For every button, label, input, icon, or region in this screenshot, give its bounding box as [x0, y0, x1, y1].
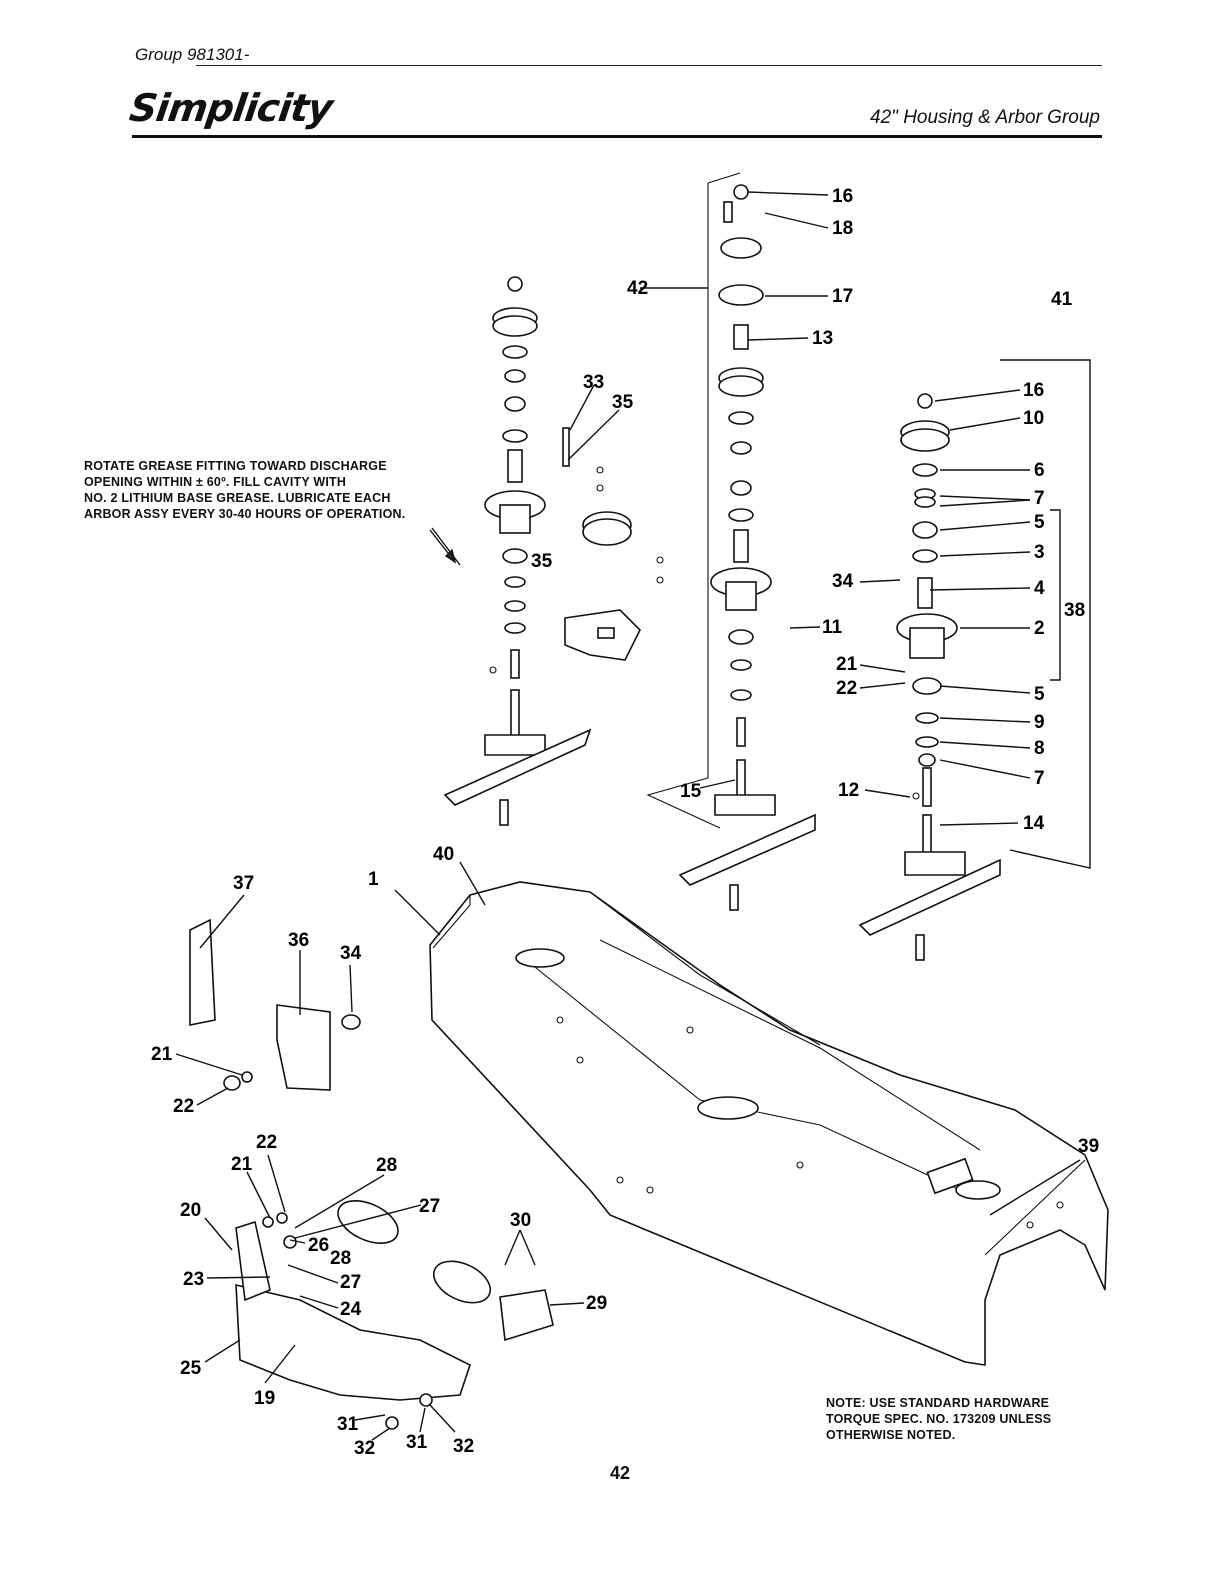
callout-28: 28 — [330, 1248, 351, 1269]
callout-21: 21 — [836, 654, 858, 675]
callout-26: 26 — [308, 1235, 329, 1256]
callout-12: 12 — [838, 780, 859, 801]
deck-housing — [429, 881, 1109, 1366]
callout-31: 31 — [337, 1414, 359, 1435]
callout-20: 20 — [180, 1200, 201, 1221]
callout-28: 28 — [376, 1155, 397, 1176]
callout-42: 42 — [627, 278, 648, 299]
callout-3: 3 — [1034, 542, 1045, 563]
callout-41: 41 — [1051, 289, 1073, 310]
callout-11: 11 — [822, 617, 843, 638]
callout-5: 5 — [1034, 512, 1045, 533]
torque-note: NOTE: USE STANDARD HARDWARE TORQUE SPEC.… — [826, 1396, 1052, 1442]
group-number: Group 981301- — [135, 45, 250, 64]
callout-39: 39 — [1078, 1136, 1099, 1157]
callout-35: 35 — [531, 551, 553, 572]
group-underline — [196, 65, 1102, 66]
callout-22: 22 — [836, 678, 857, 699]
callout-17: 17 — [832, 286, 853, 307]
grease-instruction-note: ROTATE GREASE FITTING TOWARD DISCHARGE O… — [84, 459, 406, 521]
callout-34: 34 — [340, 943, 362, 964]
callout-35: 35 — [612, 392, 634, 413]
callout-37: 37 — [233, 873, 254, 894]
callout-22: 22 — [256, 1132, 277, 1153]
callout-18: 18 — [832, 218, 853, 239]
callout-numbers: 16 18 42 17 13 41 16 10 6 7 5 3 4 38 2 5… — [151, 186, 1099, 1459]
page-number: 42 — [610, 1463, 631, 1483]
callout-7: 7 — [1034, 768, 1045, 789]
callout-32: 32 — [354, 1438, 375, 1459]
callout-5: 5 — [1034, 684, 1045, 705]
leader-lines — [175, 191, 1081, 1441]
side-parts — [189, 918, 554, 1430]
section-title: 42" Housing & Arbor Group — [870, 107, 1100, 128]
callout-33: 33 — [583, 372, 604, 393]
callout-21: 21 — [151, 1044, 173, 1065]
center-arbor-assembly — [646, 172, 816, 911]
callout-34: 34 — [832, 571, 854, 592]
callout-1: 1 — [368, 869, 379, 890]
callout-8: 8 — [1034, 738, 1045, 759]
right-arbor-assembly — [858, 359, 1091, 961]
callout-15: 15 — [680, 781, 702, 802]
callout-32: 32 — [453, 1436, 474, 1457]
callout-38: 38 — [1064, 600, 1085, 621]
callout-25: 25 — [180, 1358, 202, 1379]
callout-30: 30 — [510, 1210, 531, 1231]
callout-22: 22 — [173, 1096, 194, 1117]
callout-16: 16 — [832, 186, 853, 207]
callout-2: 2 — [1034, 618, 1045, 639]
callout-4: 4 — [1034, 578, 1045, 599]
grease-arrowhead — [444, 548, 457, 564]
callout-27: 27 — [340, 1272, 361, 1293]
callout-36: 36 — [288, 930, 309, 951]
callout-7: 7 — [1034, 488, 1045, 509]
header-rule — [132, 135, 1102, 138]
callout-27: 27 — [419, 1196, 440, 1217]
idler-assembly — [562, 427, 664, 661]
callout-13: 13 — [812, 328, 833, 349]
callout-19: 19 — [254, 1388, 275, 1409]
callout-29: 29 — [586, 1293, 607, 1314]
callout-10: 10 — [1023, 408, 1044, 429]
callout-9: 9 — [1034, 712, 1045, 733]
callout-14: 14 — [1023, 813, 1045, 834]
callout-31: 31 — [406, 1432, 428, 1453]
callout-23: 23 — [183, 1269, 204, 1290]
callout-40: 40 — [433, 844, 454, 865]
callout-21: 21 — [231, 1154, 253, 1175]
left-arbor-assembly — [443, 276, 592, 826]
callout-24: 24 — [340, 1299, 362, 1320]
callout-6: 6 — [1034, 460, 1045, 481]
callout-16: 16 — [1023, 380, 1044, 401]
